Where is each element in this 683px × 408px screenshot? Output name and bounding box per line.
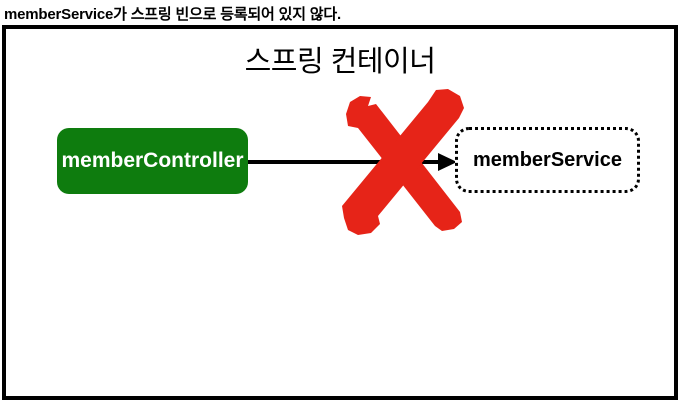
node-member-controller-label: memberController [61,149,244,172]
node-member-service-label: memberService [473,148,622,171]
error-x-icon [342,89,464,235]
spring-container-box [2,25,678,400]
node-member-controller: memberController [57,128,248,194]
caption: memberService가 스프링 빈으로 등록되어 있지 않다. [4,6,341,23]
node-member-service: memberService [455,127,640,193]
container-title: 스프링 컨테이너 [244,46,436,78]
